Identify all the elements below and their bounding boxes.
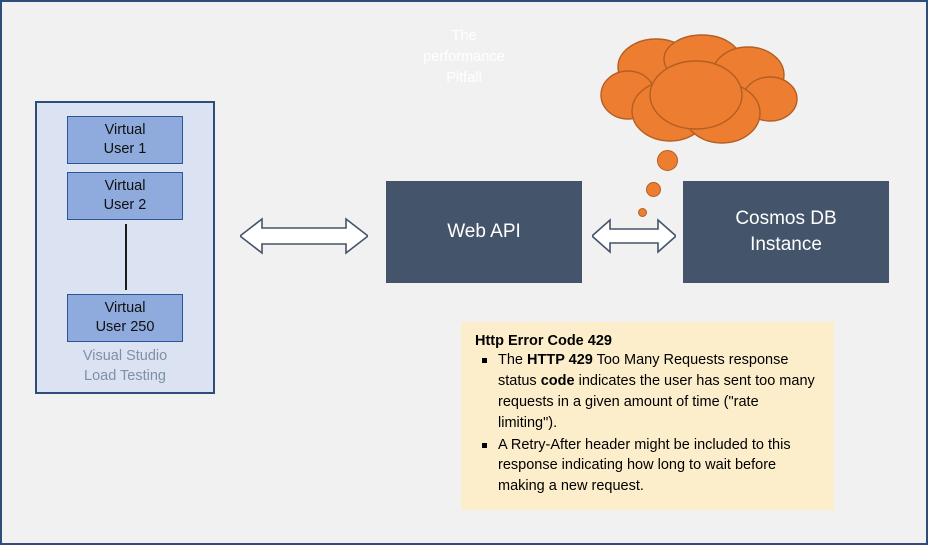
load-test-panel: Virtual User 1 Virtual User 2 Virtual Us… [35,101,215,394]
load-test-caption-line2: Load Testing [84,368,166,384]
virtual-user-connector-line [125,224,127,290]
bidirectional-arrow-icon-left [240,217,368,255]
note-bullet-list: The HTTP 429 Too Many Requests response … [475,350,820,497]
note-bullet-item: A Retry-After header might be included t… [475,435,820,498]
cosmos-db-label-line1: Cosmos DB [735,207,837,229]
virtual-user-1-line2: User 1 [103,141,147,157]
load-test-caption: Visual Studio Load Testing [37,346,213,386]
http-error-note-box: Http Error Code 429 The HTTP 429 Too Man… [461,322,834,510]
cosmos-db-label-line2: Instance [750,234,822,255]
note-title: Http Error Code 429 [475,333,612,349]
virtual-user-250-line1: Virtual [104,299,146,316]
bidirectional-arrow-icon-right [592,218,676,254]
virtual-user-1-line1: Virtual [104,121,146,138]
web-api-label: Web API [447,220,521,242]
load-test-caption-line1: Visual Studio [82,348,168,364]
virtual-user-250-box: Virtual User 250 [67,294,183,342]
thought-bubble-medium-icon [646,182,661,197]
thought-bubble-large-icon [657,150,678,171]
thought-bubble-small-icon [638,208,647,217]
virtual-user-2-box: Virtual User 2 [67,172,183,220]
virtual-user-250-line2: User 250 [95,319,155,335]
note-bullet-item: The HTTP 429 Too Many Requests response … [475,350,820,434]
cosmos-db-box: Cosmos DB Instance [683,181,889,283]
web-api-box: Web API [386,181,582,283]
virtual-user-1-box: Virtual User 1 [67,116,183,164]
thought-cloud-icon [600,34,798,144]
virtual-user-2-line2: User 2 [103,197,147,213]
virtual-user-2-line1: Virtual [104,177,146,194]
